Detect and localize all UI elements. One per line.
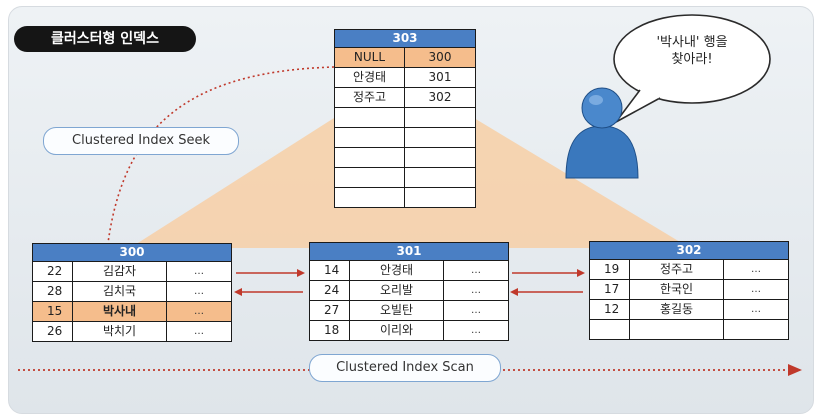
root-page: 303 NULL 300 안경태 301 정주고 302 xyxy=(334,29,476,208)
root-row-page xyxy=(405,108,475,127)
leaf-row: 24 오리발 … xyxy=(310,281,508,301)
leaf-row-id: 27 xyxy=(310,301,350,320)
leaf-row: 26 박치기 … xyxy=(33,322,231,341)
leaf-row-name xyxy=(630,320,724,339)
speech-line-1: '박사내' 행을 xyxy=(656,35,728,50)
leaf-page-header: 301 xyxy=(310,243,508,261)
leaf-row-more: … xyxy=(751,284,761,295)
leaf-row-id: 24 xyxy=(310,281,350,300)
leaf-row-id: 12 xyxy=(590,300,630,319)
root-row-page: 301 xyxy=(428,70,452,84)
leaf-row-more: … xyxy=(194,326,204,337)
root-row xyxy=(335,108,475,128)
leaf-row: 22 김감자 … xyxy=(33,262,231,282)
root-row xyxy=(335,128,475,148)
leaf-row-name: 오리발 xyxy=(350,281,444,300)
root-page-header: 303 xyxy=(335,30,475,48)
leaf-row-more: … xyxy=(471,325,481,336)
root-row-page xyxy=(405,148,475,167)
root-row-key xyxy=(335,108,405,127)
leaf-row-more: … xyxy=(194,266,204,277)
leaf-row-id: 18 xyxy=(310,321,350,340)
leaf-row-id: 19 xyxy=(590,260,630,279)
leaf-row-id: 22 xyxy=(33,262,73,281)
leaf-page-301: 301 14 안경태 … 24 오리발 … 27 오빌탄 … 18 이리와 … xyxy=(309,242,509,341)
root-row-page: 302 xyxy=(428,90,452,104)
leaf-row-id xyxy=(590,320,630,339)
leaf-row-target: 15 박사내 … xyxy=(33,302,231,322)
speech-line-2: 찾아라! xyxy=(671,52,713,67)
leaf-row-name: 안경태 xyxy=(350,261,444,280)
leaf-row-more: … xyxy=(751,264,761,275)
leaf-row-name: 오빌탄 xyxy=(350,301,444,320)
leaf-row-name: 박사내 xyxy=(73,302,167,321)
root-row: 정주고 302 xyxy=(335,88,475,108)
root-row-key: 정주고 xyxy=(335,88,405,107)
leaf-row: 18 이리와 … xyxy=(310,321,508,340)
root-row-page xyxy=(405,188,475,207)
person-icon xyxy=(565,87,639,179)
leaf-row-name: 이리와 xyxy=(350,321,444,340)
leaf-row: 14 안경태 … xyxy=(310,261,508,281)
root-row-key xyxy=(335,128,405,147)
diagram-title: 클러스터형 인덱스 xyxy=(14,26,196,52)
leaf-row-more: … xyxy=(471,265,481,276)
leaf-row-more: … xyxy=(471,285,481,296)
leaf-row-more: … xyxy=(751,304,761,315)
leaf-row-name: 김감자 xyxy=(73,262,167,281)
leaf-row-name: 김치국 xyxy=(73,282,167,301)
leaf-row-id: 15 xyxy=(33,302,73,321)
leaf-page-header: 302 xyxy=(590,242,788,260)
seek-path-arrow xyxy=(100,66,335,297)
seek-label: Clustered Index Seek xyxy=(43,127,239,155)
root-row xyxy=(335,148,475,168)
root-row-page: 300 xyxy=(428,50,452,64)
leaf-row-more xyxy=(724,320,788,339)
root-row xyxy=(335,168,475,188)
speech-bubble xyxy=(613,14,771,123)
speech-bubble-text: '박사내' 행을 찾아라! xyxy=(628,34,756,68)
leaf-row-name: 박치기 xyxy=(73,322,167,341)
leaf-row: 17 한국인 … xyxy=(590,280,788,300)
leaf-row-id: 26 xyxy=(33,322,73,341)
root-row-key xyxy=(335,168,405,187)
leaf-row-name: 정주고 xyxy=(630,260,724,279)
leaf-row-id: 28 xyxy=(33,282,73,301)
leaf-row-more: … xyxy=(194,306,204,317)
leaf-row: 28 김치국 … xyxy=(33,282,231,302)
leaf-row-name: 홍길동 xyxy=(630,300,724,319)
leaf-row-more: … xyxy=(471,305,481,316)
root-row-key: 안경태 xyxy=(335,68,405,87)
scan-label: Clustered Index Scan xyxy=(309,354,501,382)
root-row: 안경태 301 xyxy=(335,68,475,88)
leaf-row xyxy=(590,320,788,339)
root-row-key xyxy=(335,188,405,207)
root-row-page xyxy=(405,128,475,147)
leaf-row: 27 오빌탄 … xyxy=(310,301,508,321)
leaf-row: 12 홍길동 … xyxy=(590,300,788,320)
root-row-key: NULL xyxy=(335,48,405,67)
leaf-row-name: 한국인 xyxy=(630,280,724,299)
root-row: NULL 300 xyxy=(335,48,475,68)
leaf-page-header: 300 xyxy=(33,244,231,262)
leaf-row-id: 14 xyxy=(310,261,350,280)
leaf-row-id: 17 xyxy=(590,280,630,299)
root-row xyxy=(335,188,475,207)
leaf-row-more: … xyxy=(194,286,204,297)
leaf-row: 19 정주고 … xyxy=(590,260,788,280)
root-row-page xyxy=(405,168,475,187)
leaf-page-302: 302 19 정주고 … 17 한국인 … 12 홍길동 … xyxy=(589,241,789,340)
leaf-page-300: 300 22 김감자 … 28 김치국 … 15 박사내 … 26 박치기 … xyxy=(32,243,232,342)
root-row-key xyxy=(335,148,405,167)
